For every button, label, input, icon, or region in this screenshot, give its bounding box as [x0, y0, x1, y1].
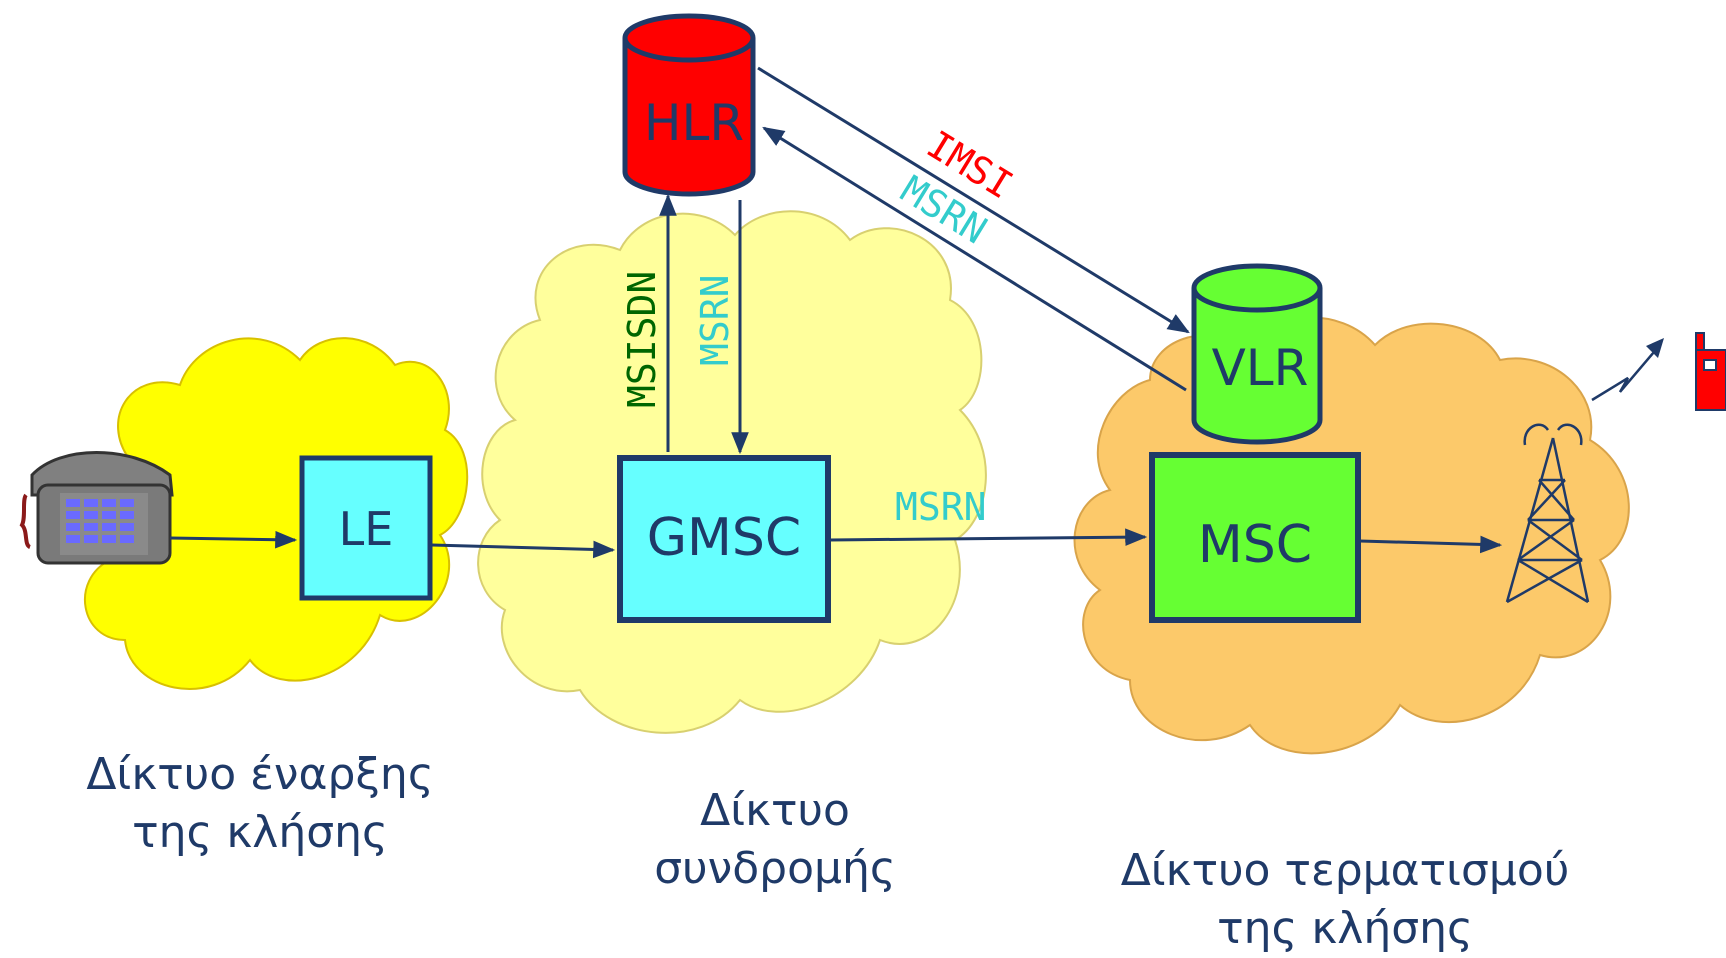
arrow-msc-to-tower — [1359, 535, 1503, 554]
antenna-tower-icon — [1505, 423, 1590, 604]
arrow-vlr-to-hlr — [762, 126, 1187, 392]
origin-network-cloud — [84, 337, 469, 690]
termination-caption-line2: της κλήσης — [1217, 903, 1473, 954]
le-node: LE — [299, 455, 433, 601]
gmsc-label: GMSC — [647, 508, 801, 568]
subscription-network-caption: Δίκτυο συνδρομής — [575, 782, 975, 898]
radio-link-icon — [1591, 338, 1664, 402]
termination-caption-line1: Δίκτυο τερματισμού — [1120, 845, 1570, 896]
subscription-caption-line1: Δίκτυο — [700, 785, 850, 836]
gmsc-node: GMSC — [617, 455, 831, 623]
termination-network-caption: Δίκτυο τερματισμού της κλήσης — [1095, 842, 1595, 958]
arrows — [169, 66, 1503, 559]
arrow-phone-to-le — [169, 530, 298, 549]
origin-caption-line1: Δίκτυο έναρξης — [86, 749, 434, 800]
vlr-label: VLR — [1212, 339, 1309, 397]
arrow-le-to-gmsc — [431, 540, 616, 559]
msc-node: MSC — [1149, 452, 1361, 623]
hlr-label: HLR — [644, 94, 744, 152]
arrow-gmsc-to-msc — [829, 528, 1148, 546]
vlr-database: VLR — [1191, 263, 1323, 445]
subscription-caption-line2: συνδρομής — [654, 843, 896, 894]
le-label: LE — [339, 502, 394, 556]
msc-label: MSC — [1198, 515, 1312, 575]
msisdn-message-label: MSISDN — [620, 271, 664, 408]
origin-network-caption: Δίκτυο έναρξης της κλήσης — [60, 746, 460, 862]
mobile-phone-icon — [1695, 332, 1726, 411]
arrow-hlr-to-vlr — [757, 66, 1190, 334]
msrn-hlr-to-gmsc-label: MSRN — [693, 274, 737, 366]
msrn-gmsc-to-msc-label: MSRN — [895, 485, 987, 529]
hlr-database: HLR — [622, 13, 756, 197]
desk-phone-icon — [19, 451, 174, 565]
origin-caption-line2: της κλήσης — [132, 807, 388, 858]
